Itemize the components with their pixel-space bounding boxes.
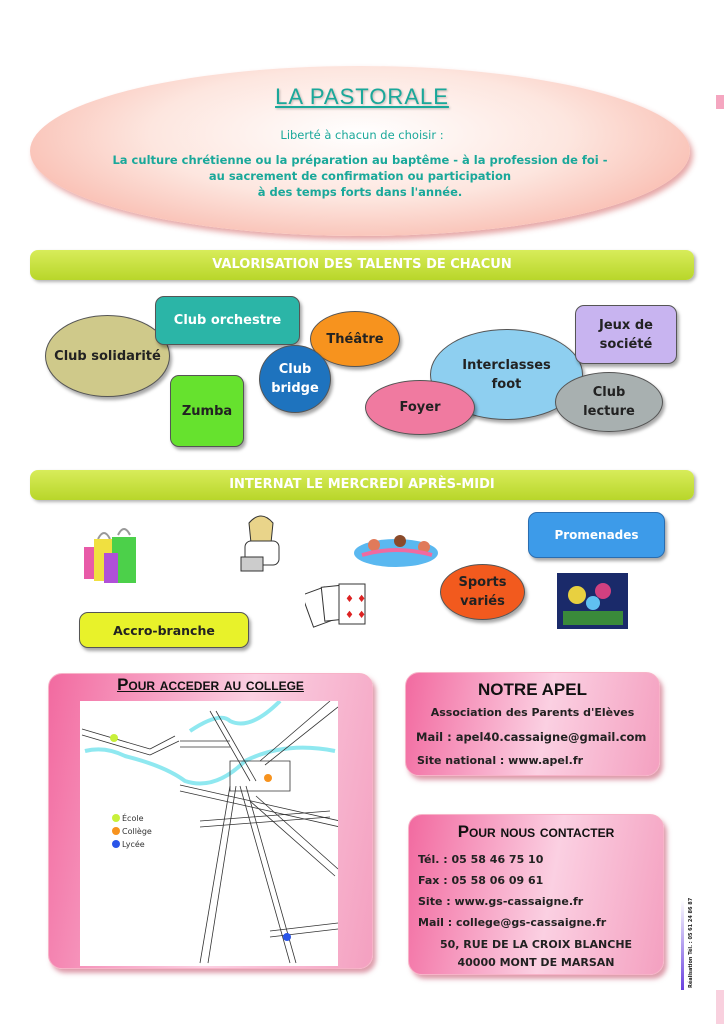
legend-ecole: École xyxy=(122,814,144,823)
apel-title: NOTRE APEL xyxy=(478,680,587,699)
pastorale-subtitle: Liberté à chacun de choisir : xyxy=(280,128,444,142)
contact-panel xyxy=(408,814,664,975)
credit-bar xyxy=(681,900,684,990)
activity-sports-varies: Sports variés xyxy=(440,564,525,620)
apel-subtitle: Association des Parents d'Elèves xyxy=(430,706,635,719)
club-lecture: Club lecture xyxy=(555,372,663,432)
cook-icon xyxy=(240,515,280,572)
printer-credit: Réalisation Tél. : 05 61 24 86 87 xyxy=(688,897,694,988)
party-picture-icon xyxy=(557,573,628,629)
legend-college: Collège xyxy=(122,827,152,836)
contact-site[interactable]: Site : www.gs-cassaigne.fr xyxy=(418,895,584,908)
pastorale-body: La culture chrétienne ou la préparation … xyxy=(70,152,650,200)
edge-strip-bottom xyxy=(716,990,724,1024)
club-orchestre: Club orchestre xyxy=(155,296,300,345)
address-line1: 50, RUE DE LA CROIX BLANCHE xyxy=(439,938,633,951)
map-legend: École Collège Lycée xyxy=(122,812,152,851)
address-line2: 40000 MONT DE MARSAN xyxy=(457,956,615,969)
club-zumba: Zumba xyxy=(170,375,244,447)
contact-mail[interactable]: Mail : college@gs-cassaigne.fr xyxy=(418,916,607,929)
edge-strip xyxy=(716,95,724,109)
club-jeux-de-societe: Jeux de société xyxy=(575,305,677,364)
pastorale-title: LA PASTORALE xyxy=(275,84,449,109)
svg-text:♦ ♦: ♦ ♦ xyxy=(345,610,366,621)
pastorale-ellipse xyxy=(30,66,690,236)
pastorale-line1: La culture chrétienne ou la préparation … xyxy=(112,153,608,167)
swimming-icon xyxy=(354,535,438,567)
apel-site[interactable]: Site national : www.apel.fr xyxy=(417,754,584,767)
svg-text:♦ ♦: ♦ ♦ xyxy=(345,594,366,605)
activity-promenades: Promenades xyxy=(528,512,665,558)
club-theatre: Théâtre xyxy=(310,311,400,367)
shopping-bags-icon xyxy=(84,528,136,583)
contact-tel: Tél. : 05 58 46 75 10 xyxy=(418,853,544,866)
club-solidarite: Club solidarité xyxy=(45,315,170,397)
pastorale-line3: à des temps forts dans l'année. xyxy=(257,185,463,199)
pastorale-line2: au sacrement de confirmation ou particip… xyxy=(208,169,512,183)
contact-address: 50, RUE DE LA CROIX BLANCHE 40000 MONT D… xyxy=(408,936,664,972)
activity-accro-branche: Accro-branche xyxy=(79,612,249,648)
club-bridge: Club bridge xyxy=(259,345,331,413)
internat-heading: INTERNAT LE MERCREDI APRÈS-MIDI xyxy=(30,470,694,500)
apel-panel xyxy=(405,672,660,776)
contact-fax: Fax : 05 58 06 09 61 xyxy=(418,874,544,887)
map-title: Pour acceder au college xyxy=(117,675,304,694)
contact-title: Pour nous contacter xyxy=(457,822,615,841)
apel-mail[interactable]: Mail : apel40.cassaigne@gmail.com xyxy=(416,730,647,744)
playing-cards-icon: ♦ ♦ ♦ ♦ xyxy=(305,583,366,628)
access-map[interactable] xyxy=(80,701,338,966)
legend-lycee: Lycée xyxy=(122,840,145,849)
talents-heading: VALORISATION DES TALENTS DE CHACUN xyxy=(30,250,694,280)
club-foyer: Foyer xyxy=(365,380,475,435)
